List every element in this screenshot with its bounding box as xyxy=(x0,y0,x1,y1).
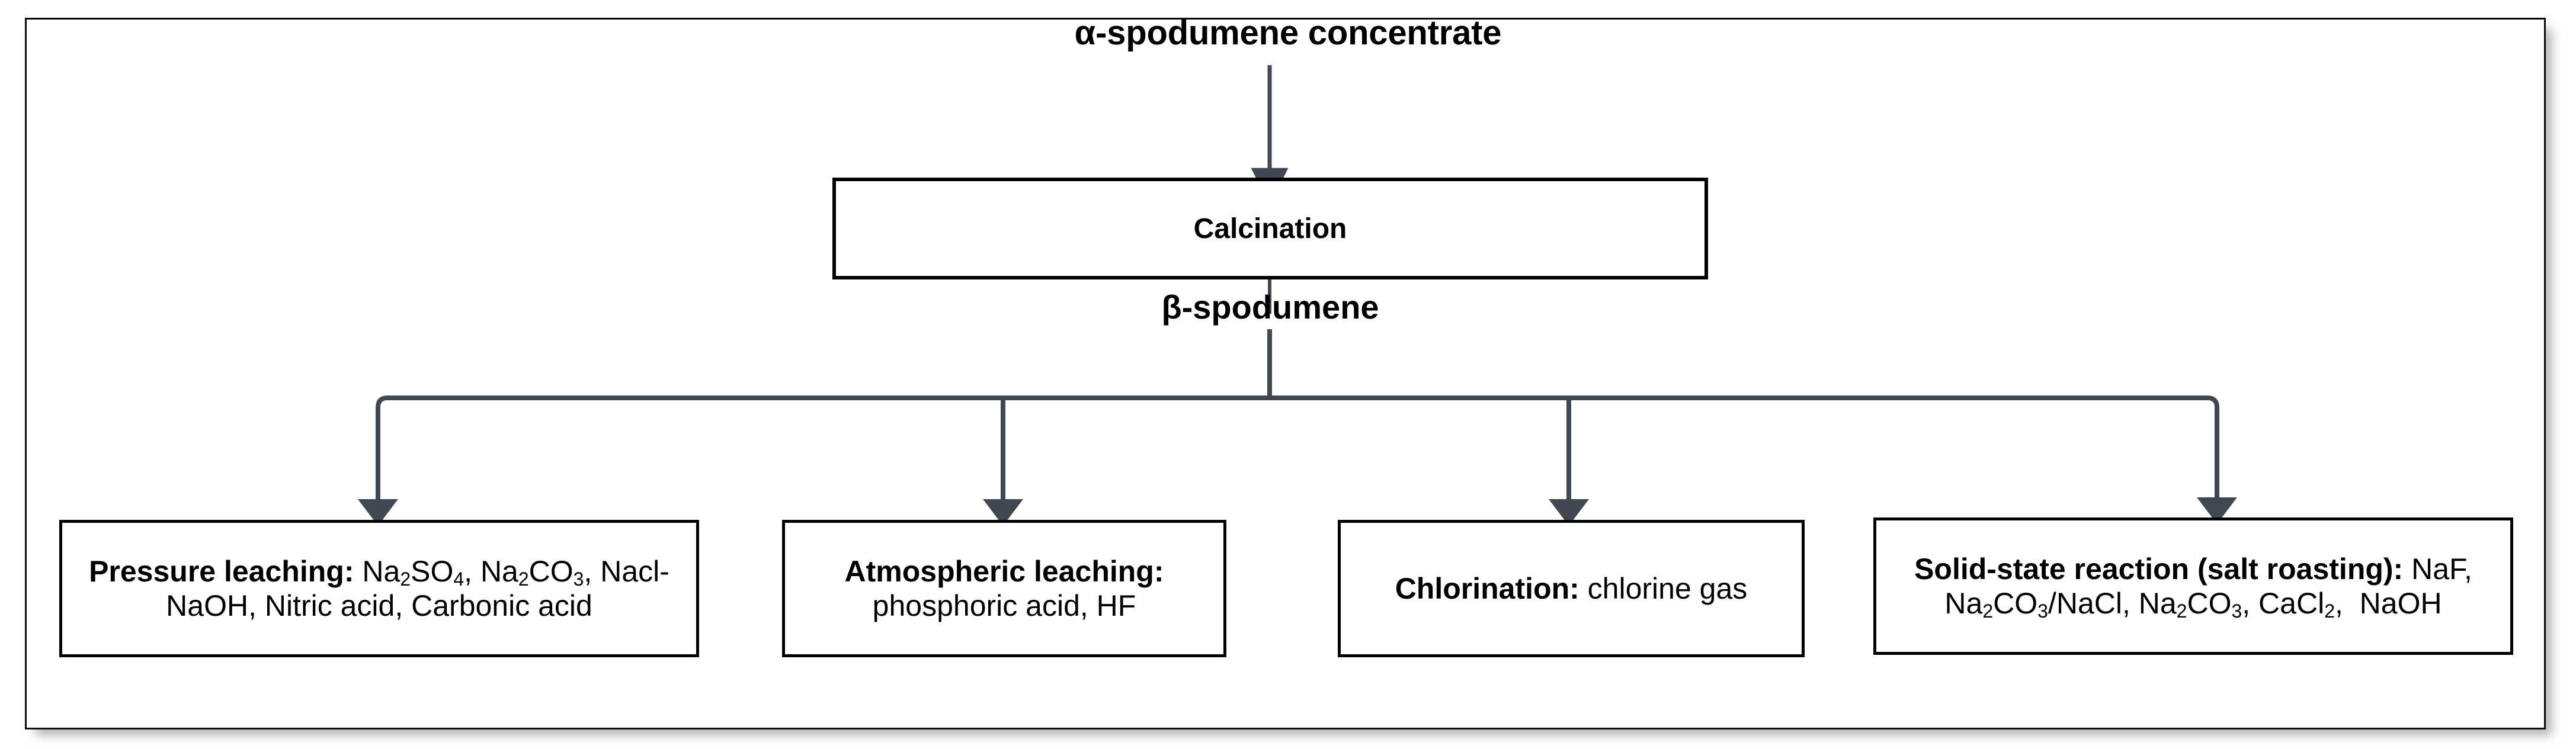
pressure-leaching-heading: Pressure leaching: xyxy=(89,554,354,588)
chlorination-heading: Chlorination: xyxy=(1395,571,1579,605)
atmospheric-leaching-reagents: phosphoric acid, HF xyxy=(872,589,1136,622)
process-box-salt-roasting[interactable]: Solid-state reaction (salt roasting): Na… xyxy=(1873,517,2513,655)
process-box-calcination[interactable]: Calcination xyxy=(832,178,1708,279)
atmospheric-leaching-heading: Atmospheric leaching: xyxy=(844,554,1164,588)
process-box-atmospheric-leaching-text: Atmospheric leaching: phosphoric acid, H… xyxy=(785,554,1223,623)
node-alpha-spodumene-concentrate: α-spodumene concentrate xyxy=(1074,14,1502,52)
process-box-calcination-label: Calcination xyxy=(1193,213,1347,245)
process-box-salt-roasting-text: Solid-state reaction (salt roasting): Na… xyxy=(1876,552,2510,621)
process-box-pressure-leaching-text: Pressure leaching: Na2SO4, Na2CO3, Nacl-… xyxy=(62,554,696,623)
salt-roasting-reagents: NaF, Na2CO3/NaCl, Na2CO3, CaCl2, NaOH xyxy=(1944,552,2472,622)
process-box-chlorination-text: Chlorination: chlorine gas xyxy=(1389,571,1754,606)
process-box-chlorination[interactable]: Chlorination: chlorine gas xyxy=(1338,520,1805,657)
node-beta-spodumene: β-spodumene xyxy=(1161,288,1379,326)
chlorination-reagents: chlorine gas xyxy=(1587,571,1748,605)
salt-roasting-heading: Solid-state reaction (salt roasting): xyxy=(1914,552,2404,586)
pressure-leaching-reagents: Na2SO4, Na2CO3, Nacl-NaOH, Nitric acid, … xyxy=(166,554,669,623)
process-box-atmospheric-leaching[interactable]: Atmospheric leaching: phosphoric acid, H… xyxy=(782,520,1226,657)
process-box-pressure-leaching[interactable]: Pressure leaching: Na2SO4, Na2CO3, Nacl-… xyxy=(59,520,699,657)
